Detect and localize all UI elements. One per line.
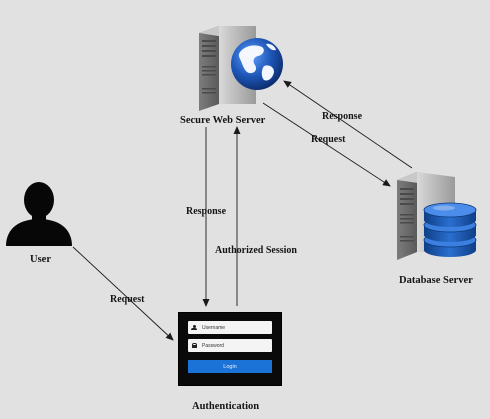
- authentication-label: Authentication: [192, 401, 260, 412]
- arrow-user-to-auth-request: [72, 246, 174, 341]
- edge-label-db-response: Response: [322, 111, 363, 122]
- user-icon: [6, 182, 72, 246]
- password-placeholder: Password: [202, 342, 224, 349]
- edge-label-auth-response: Response: [186, 206, 227, 217]
- database-icon: [423, 202, 477, 257]
- username-placeholder: Username: [202, 324, 226, 331]
- username-field[interactable]: Username: [188, 321, 272, 334]
- lock-icon: [191, 342, 197, 349]
- edge-label-authorized-session: Authorized Session: [215, 245, 297, 256]
- user-label: User: [30, 254, 51, 265]
- web-server-label: Secure Web Server: [180, 115, 266, 126]
- globe-icon: [231, 38, 283, 90]
- arrow-db-to-server-response: [283, 80, 413, 169]
- login-form: Username Password Login: [178, 312, 282, 386]
- arrow-server-to-db-request: [262, 102, 391, 187]
- database-server-label: Database Server: [399, 275, 473, 286]
- login-button[interactable]: Login: [188, 360, 272, 373]
- edge-label-db-request: Request: [311, 134, 346, 145]
- user-small-icon: [191, 324, 197, 331]
- edge-label-user-request: Request: [110, 294, 145, 305]
- password-field[interactable]: Password: [188, 339, 272, 352]
